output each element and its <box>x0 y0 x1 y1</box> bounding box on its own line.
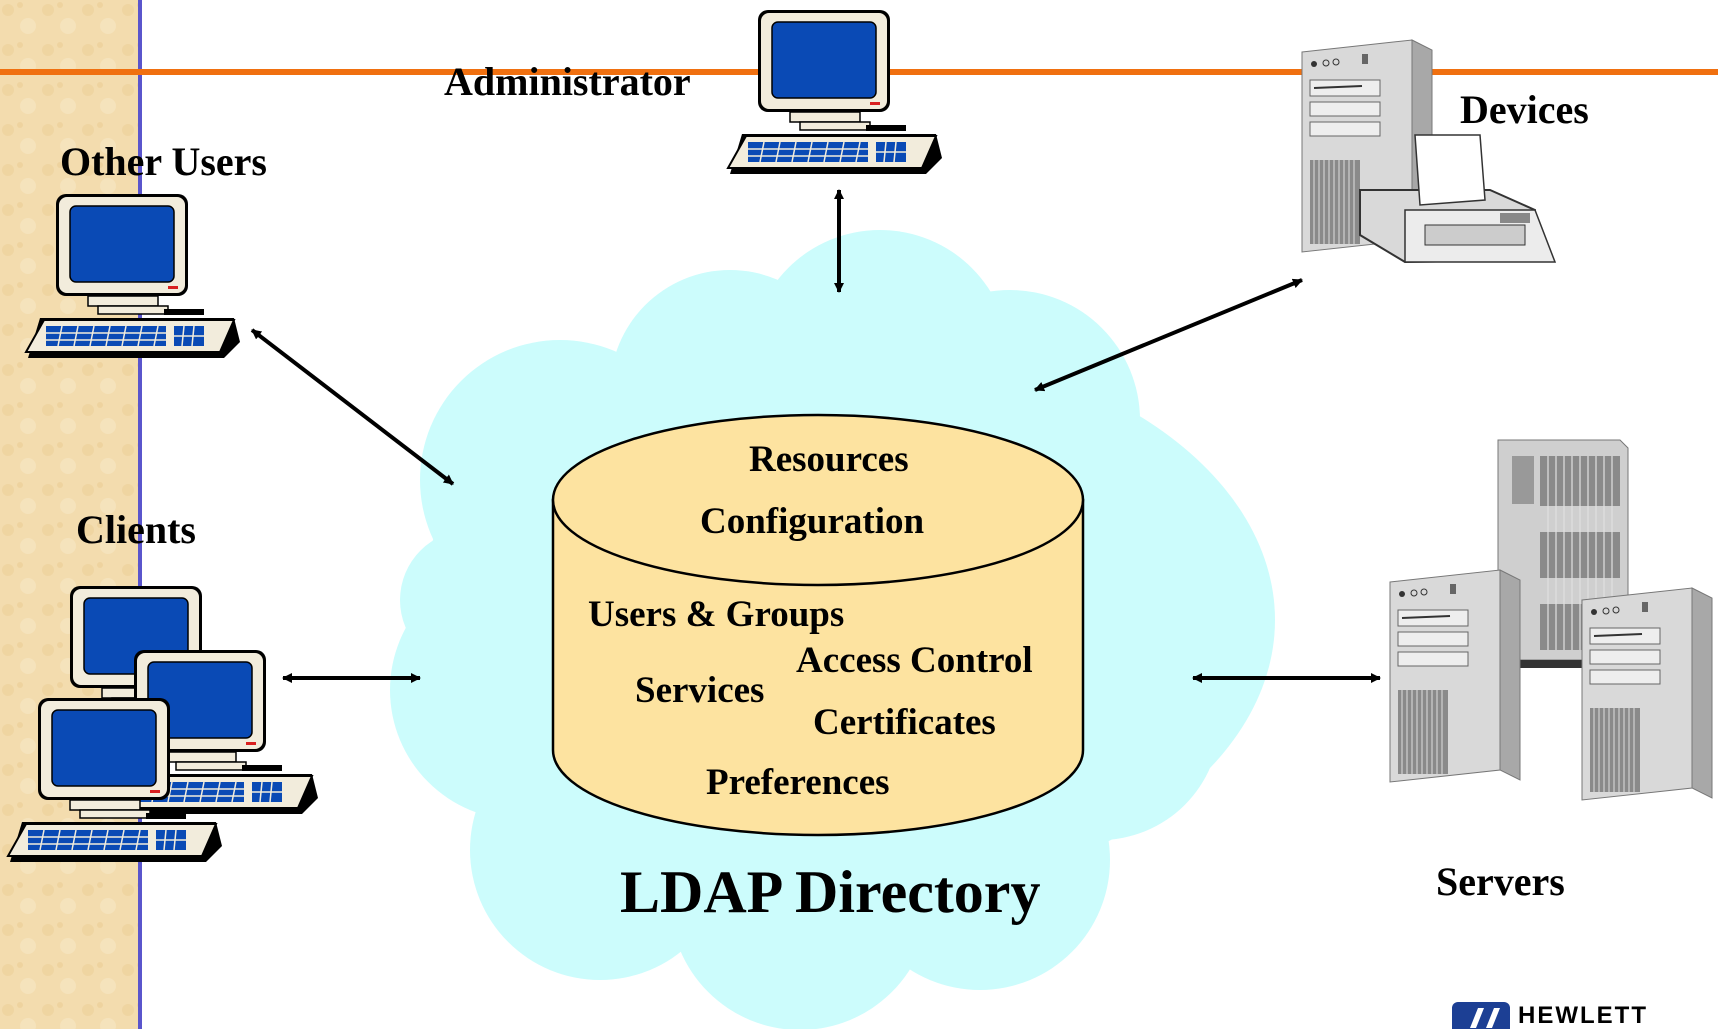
database-cylinder <box>551 413 1085 837</box>
devices-label: Devices <box>1460 87 1589 132</box>
db-item-users-groups: Users & Groups <box>588 594 845 635</box>
servers-label: Servers <box>1436 859 1565 904</box>
administrator-computer-icon <box>727 9 943 175</box>
servers-icon <box>1389 439 1713 801</box>
db-item-resources: Resources <box>749 439 909 480</box>
printer-icon <box>1359 134 1557 264</box>
db-item-services: Services <box>635 670 765 711</box>
ldap-directory-title: LDAP Directory <box>620 859 1041 925</box>
clients-label: Clients <box>76 507 196 552</box>
db-item-preferences: Preferences <box>706 762 890 803</box>
other-users-label: Other Users <box>60 139 267 184</box>
db-item-certificates: Certificates <box>813 702 996 743</box>
devices-icon <box>1301 39 1557 264</box>
db-item-configuration: Configuration <box>700 501 925 542</box>
hp-logo-text: HEWLETT <box>1518 1002 1648 1029</box>
administrator-label: Administrator <box>444 59 691 104</box>
hp-logo-icon <box>1452 1002 1510 1034</box>
db-item-access-control: Access Control <box>796 640 1033 681</box>
connection-arrows <box>250 189 1381 683</box>
other-users-computer-icon <box>25 193 241 359</box>
